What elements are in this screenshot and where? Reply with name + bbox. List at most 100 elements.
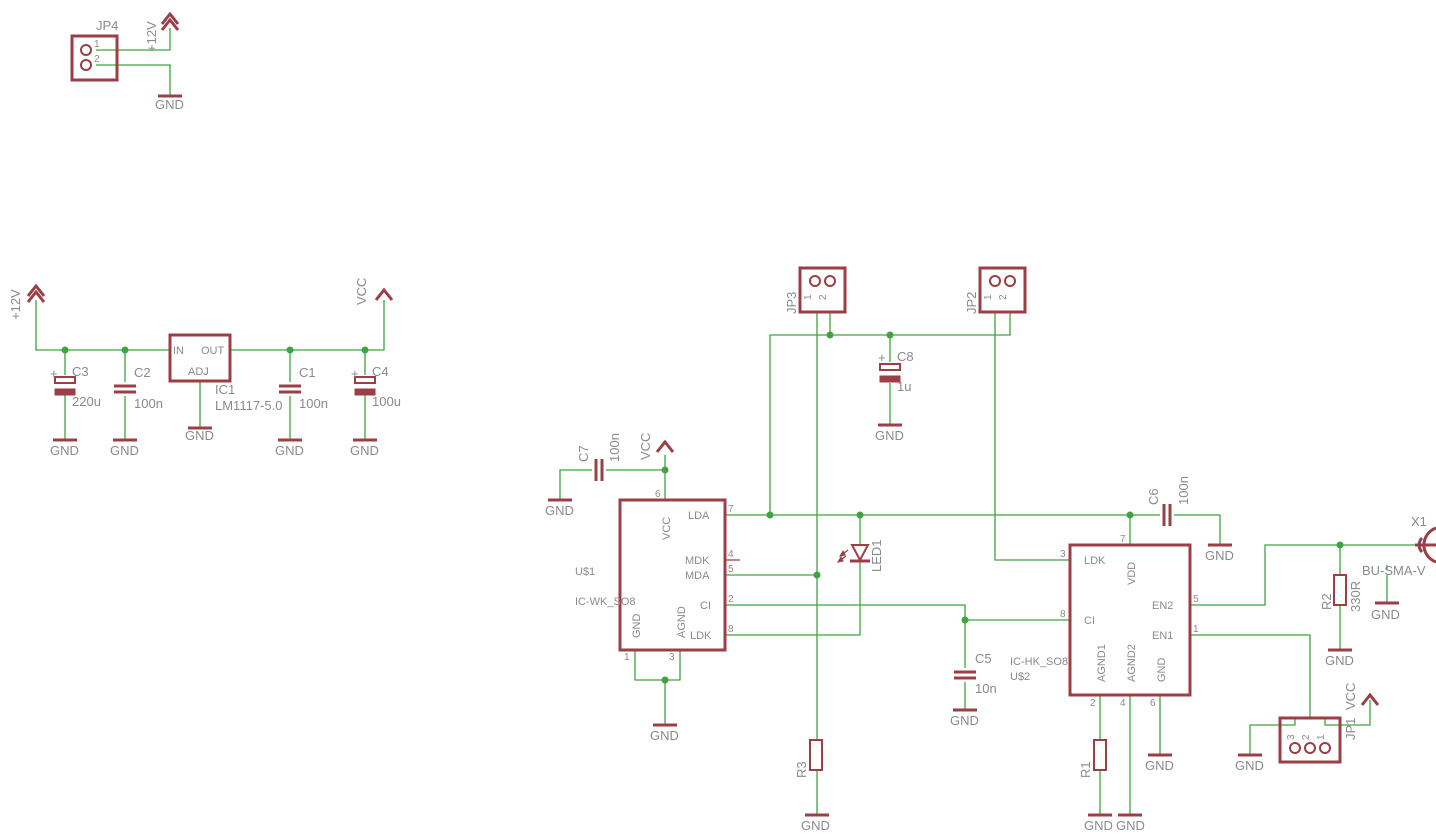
- vcc-label-reg: VCC: [354, 278, 369, 305]
- r2-value: 330R: [1348, 581, 1363, 612]
- x1-sma-connector[interactable]: X1 BU-SMA-V: [1362, 514, 1436, 578]
- c1-capacitor[interactable]: C1 100n: [279, 365, 328, 411]
- u1-vcc-label: VCC: [661, 517, 673, 540]
- vcc-symbol-reg: VCC: [354, 278, 394, 305]
- r2-resistor[interactable]: R2 330R: [1319, 574, 1363, 612]
- gnd-label-c7: GND: [545, 503, 574, 518]
- jp3-connector[interactable]: 1 2 JP3: [784, 266, 847, 314]
- gnd-symbol-r3: GND: [801, 813, 830, 833]
- u1-mdk-label: MDK: [685, 555, 710, 567]
- gnd-symbol-jp1: GND: [1235, 753, 1264, 773]
- gnd-label-jp1: GND: [1235, 758, 1264, 773]
- c6-capacitor[interactable]: C6 100n: [1146, 476, 1191, 526]
- jp1-connector[interactable]: 3 2 1 JP1: [1278, 716, 1358, 764]
- u1-pin1: 1: [624, 652, 630, 663]
- u2-vdd-label: VDD: [1126, 562, 1138, 585]
- gnd-label-jp4: GND: [155, 97, 184, 112]
- junctions: [61, 331, 1344, 684]
- gnd-symbol-jp4: GND: [155, 94, 184, 112]
- gnd-symbol-r2: GND: [1325, 648, 1354, 668]
- c6-name: C6: [1146, 488, 1161, 505]
- u1-pin7: 7: [728, 504, 734, 515]
- u2-pin8: 8: [1060, 609, 1066, 620]
- jp2-connector[interactable]: 1 2 JP2: [964, 266, 1027, 314]
- jp3-name: JP3: [784, 292, 799, 314]
- c5-capacitor[interactable]: C5 10n: [954, 651, 997, 696]
- gnd-label-c5: GND: [950, 713, 979, 728]
- gnd-label-agnd2: GND: [1116, 818, 1145, 833]
- gnd-label-c8: GND: [875, 428, 904, 443]
- c3-name: C3: [72, 364, 89, 379]
- p12v-symbol-top: +12V: [144, 11, 180, 52]
- u2-name: U$2: [1010, 671, 1030, 683]
- u1-pin4: 4: [728, 549, 734, 560]
- c6-value: 100n: [1176, 476, 1191, 505]
- jp4-name: JP4: [96, 18, 118, 33]
- x1-value: BU-SMA-V: [1362, 563, 1426, 578]
- vcc-symbol-jp1: VCC: [1343, 683, 1380, 710]
- u2-pin6: 6: [1150, 698, 1156, 709]
- gnd-label-c2: GND: [110, 443, 139, 458]
- c3-polarity: +: [50, 366, 58, 381]
- gnd-label-x1: GND: [1371, 607, 1400, 622]
- gnd-symbol-c7: GND: [545, 498, 574, 518]
- c4-capacitor[interactable]: + C4 100u: [351, 364, 401, 409]
- gnd-symbol-c6: GND: [1205, 543, 1234, 563]
- gnd-label-c4: GND: [350, 443, 379, 458]
- gnd-symbol-x1: GND: [1371, 601, 1400, 622]
- gnd-symbol-u1: GND: [650, 723, 679, 743]
- vcc-label-jp1: VCC: [1343, 683, 1358, 710]
- jp4-connector[interactable]: JP4 1 2: [70, 18, 119, 82]
- gnd-symbol-c8: GND: [875, 423, 904, 443]
- x1-name: X1: [1411, 514, 1427, 529]
- u2-gnd-label: GND: [1156, 658, 1168, 683]
- r2-name: R2: [1319, 593, 1334, 610]
- gnd-label-u1: GND: [650, 728, 679, 743]
- u1-gnd-label: GND: [631, 614, 643, 639]
- gnd-symbol-ic1: GND: [185, 426, 214, 443]
- c4-name: C4: [372, 364, 389, 379]
- gnd-symbol-c3: GND: [50, 438, 79, 458]
- u2-pin1: 1: [1193, 624, 1199, 635]
- ic1-name: IC1: [215, 382, 235, 397]
- u2-value: IC-HK_SO8: [1010, 656, 1068, 668]
- gnd-label-c1: GND: [275, 443, 304, 458]
- gnd-symbol-u2: GND: [1145, 753, 1174, 773]
- c5-name: C5: [975, 651, 992, 666]
- c8-capacitor[interactable]: + C8 1u: [878, 349, 914, 394]
- u2-ic[interactable]: LDK VDD CI EN2 EN1 AGND1 AGND2 GND 3 7 8…: [1010, 534, 1199, 709]
- u2-pin3: 3: [1060, 549, 1066, 560]
- u1-ic[interactable]: VCC LDA MDK MDA CI LDK GND AGND 6 7 4 5 …: [575, 489, 740, 663]
- u1-pin5: 5: [728, 564, 734, 575]
- u2-agnd2-label: AGND2: [1126, 644, 1138, 682]
- jp4-pin1: 1: [94, 39, 100, 50]
- jp2-pin2: 2: [998, 294, 1009, 300]
- u1-pin6: 6: [655, 489, 661, 500]
- r3-name: R3: [794, 761, 809, 778]
- r1-resistor[interactable]: R1: [1078, 739, 1107, 778]
- c7-name: C7: [576, 445, 591, 462]
- u2-en2-label: EN2: [1152, 600, 1173, 612]
- ic1-regulator[interactable]: IN OUT ADJ IC1 LM1117-5.0: [168, 333, 282, 413]
- c2-capacitor[interactable]: C2 100n: [114, 365, 163, 411]
- u1-pin3: 3: [669, 652, 675, 663]
- p12v-symbol-left: +12V: [8, 283, 46, 320]
- c4-value: 100u: [372, 394, 401, 409]
- r3-resistor[interactable]: R3: [794, 739, 823, 778]
- gnd-label-c6: GND: [1205, 548, 1234, 563]
- p12v-label-left: +12V: [8, 289, 23, 320]
- jp1-pin1: 1: [1316, 734, 1327, 740]
- u1-pin2: 2: [728, 594, 734, 605]
- gnd-label-r2: GND: [1325, 653, 1354, 668]
- u1-ldk-label: LDK: [690, 630, 712, 642]
- u2-pin7: 7: [1120, 534, 1126, 545]
- jp2-pin1: 1: [983, 294, 994, 300]
- p12v-label-top: +12V: [144, 21, 159, 52]
- u1-ci-label: CI: [700, 600, 711, 612]
- u1-pin8: 8: [728, 624, 734, 635]
- c3-capacitor[interactable]: + C3 220u: [50, 364, 101, 409]
- c7-capacitor[interactable]: C7 100n: [576, 433, 622, 481]
- led1-diode[interactable]: LED1: [836, 539, 884, 572]
- ic1-out-label: OUT: [201, 345, 225, 357]
